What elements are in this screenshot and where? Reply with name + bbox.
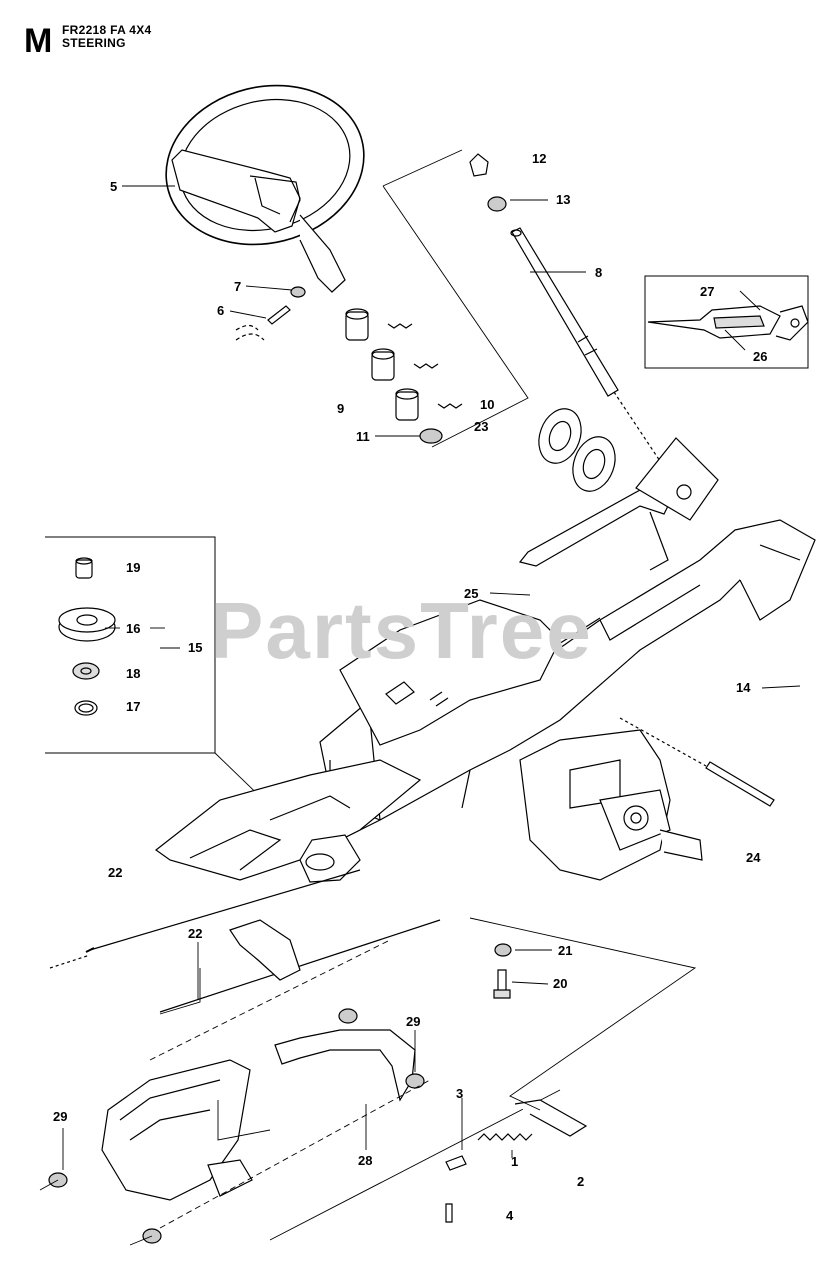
callout-16[interactable]: 16 — [126, 621, 141, 636]
callout-25[interactable]: 25 — [464, 586, 479, 601]
callout-10[interactable]: 10 — [480, 397, 495, 412]
callout-20[interactable]: 20 — [553, 976, 568, 991]
spring-1 — [477, 1133, 533, 1141]
callout-23[interactable]: 23 — [474, 419, 489, 434]
callout-17[interactable]: 17 — [126, 699, 141, 714]
steering-shaft — [469, 153, 687, 501]
column-bushings — [345, 308, 463, 421]
callout-18[interactable]: 18 — [126, 666, 141, 681]
model-name: FR2218 FA 4X4 — [62, 23, 152, 37]
callout-22-upper[interactable]: 22 — [108, 865, 123, 880]
bracket-2 — [514, 1099, 588, 1137]
callout-4[interactable]: 4 — [506, 1208, 514, 1223]
frame — [154, 519, 816, 883]
pulleys — [538, 408, 616, 492]
drag-link-22a — [89, 869, 361, 951]
pin-3 — [445, 1155, 467, 1171]
callout-9[interactable]: 9 — [337, 401, 345, 416]
callout-8[interactable]: 8 — [595, 265, 603, 280]
callout-28[interactable]: 28 — [358, 1153, 373, 1168]
callout-14[interactable]: 14 — [736, 680, 751, 695]
screw-4 — [445, 1203, 453, 1223]
callout-7[interactable]: 7 — [234, 279, 242, 294]
callout-13[interactable]: 13 — [556, 192, 571, 207]
section-name: STEERING — [62, 36, 126, 50]
front-axle-yoke — [229, 919, 301, 981]
drag-link-22b — [159, 919, 441, 1013]
callout-29-right[interactable]: 29 — [406, 1014, 421, 1029]
callout-3[interactable]: 3 — [456, 1086, 464, 1101]
callout-24[interactable]: 24 — [746, 850, 761, 865]
washer-11 — [419, 428, 443, 444]
callout-1[interactable]: 1 — [511, 1154, 519, 1169]
callout-26[interactable]: 26 — [753, 349, 768, 364]
callout-11[interactable]: 11 — [356, 429, 370, 444]
callout-21[interactable]: 21 — [558, 943, 573, 958]
callout-12[interactable]: 12 — [532, 151, 547, 166]
callout-15[interactable]: 15 — [188, 640, 203, 655]
callout-2[interactable]: 2 — [577, 1174, 585, 1189]
bracket-23-outline — [382, 149, 529, 448]
callout-6[interactable]: 6 — [217, 303, 225, 318]
bushing-21 — [494, 943, 512, 957]
detail-box-15 — [45, 536, 216, 754]
pulley-assembly-15 — [58, 557, 116, 716]
front-axle — [39, 939, 561, 1246]
shaft-pin — [267, 305, 291, 325]
steering-arm — [518, 489, 671, 567]
callout-29-left[interactable]: 29 — [53, 1109, 68, 1124]
tie-rod-24 — [705, 761, 775, 807]
callout-22-lower[interactable]: 22 — [188, 926, 203, 941]
steering-gear-housing — [519, 729, 703, 881]
callout-5[interactable]: 5 — [110, 179, 118, 194]
leader-lines — [62, 185, 801, 1170]
section-title: FR2218 FA 4X4 STEERING — [62, 24, 152, 50]
callout-27[interactable]: 27 — [700, 284, 715, 299]
callout-19[interactable]: 19 — [126, 560, 141, 575]
section-letter: M — [24, 22, 53, 60]
nut-7 — [290, 286, 306, 298]
steering-wheel — [165, 84, 365, 293]
